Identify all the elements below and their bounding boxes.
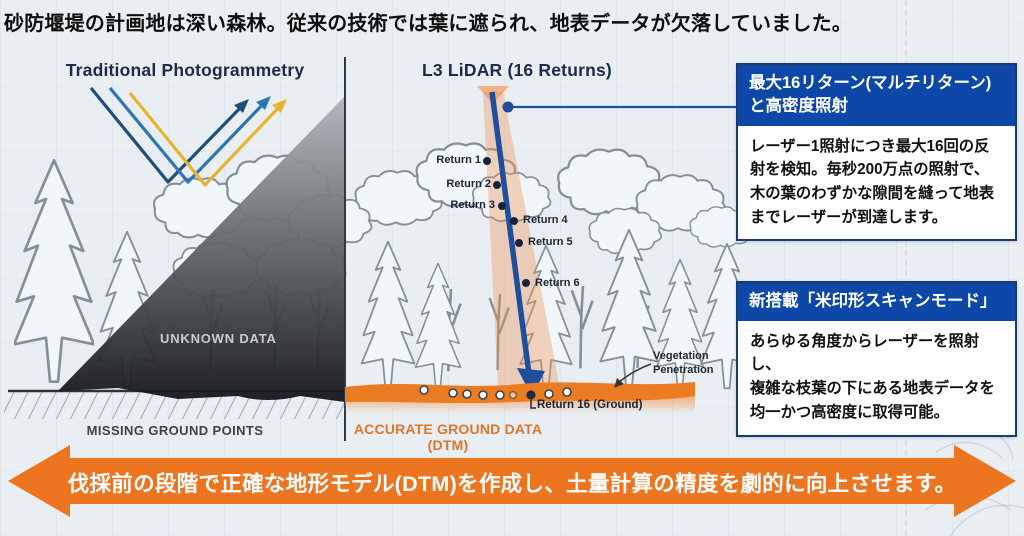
vegetation-pointer-icon (614, 363, 652, 388)
callout-body-line: 複雑な枝葉の下にある地表データを (750, 380, 995, 398)
ground-band (345, 382, 695, 413)
unknown-data-shadow-overlay (58, 96, 345, 402)
callout-header-line: 最大16リターン(マルチリターン) (749, 74, 992, 92)
callout-card-scanmode-body: あらゆる角度からレーザーを照射し、 複雑な枝葉の下にある地表データを 均一かつ高… (738, 321, 1015, 435)
callout-header-line: と高密度照射 (749, 96, 848, 115)
blueprint-guide-line (905, 0, 907, 536)
return-point-dots (483, 157, 530, 287)
callout-body-line: までレーザーが到達します。 (750, 208, 948, 226)
banner-text: 伐採前の段階で正確な地形モデル(DTM)を作成し、土量計算の精度を劇的に向上させ… (67, 471, 957, 496)
callout-body-line: 均一かつ高密度に取得可能。 (750, 403, 949, 421)
callout-dot (502, 101, 514, 113)
callout-card-multireturn: 最大16リターン(マルチリターン) と高密度照射 レーザー1照射につき最大16回… (736, 63, 1017, 242)
banner-arrow (8, 445, 1016, 517)
callout-card-scanmode-header: 新搭載「米印形スキャンモード」 (738, 283, 1015, 321)
callout-body-line: レーザー1照射につき最大16回の反 (750, 137, 990, 155)
callout-header-line: 新搭載「米印形スキャンモード」 (749, 292, 997, 310)
callout-body-line: あらゆる角度からレーザーを照射し、 (750, 332, 980, 374)
callout-body-line: 木の葉のわずかな隙間を縫って地表 (750, 184, 994, 202)
callout-card-multireturn-header: 最大16リターン(マルチリターン) と高密度照射 (738, 65, 1015, 126)
callout-card-multireturn-body: レーザー1照射につき最大16回の反 射を検知。毎秒200万点の照射で、 木の葉の… (738, 126, 1015, 240)
callout-card-scanmode: 新搭載「米印形スキャンモード」 あらゆる角度からレーザーを照射し、 複雑な枝葉の… (736, 281, 1017, 437)
callout-connector (502, 101, 737, 113)
lidar-forest-illustration (354, 142, 756, 390)
return-16-point (526, 390, 536, 400)
photogrammetry-arrows-icon (89, 86, 287, 187)
callout-body-line: 射を検知。毎秒200万点の照射で、 (750, 161, 990, 179)
